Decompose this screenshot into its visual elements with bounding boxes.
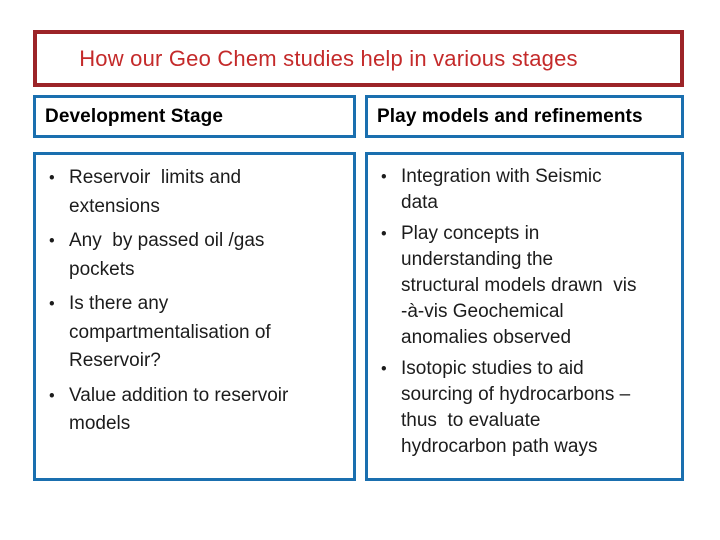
bullet-icon: •	[381, 360, 387, 378]
list-item: • Integration with Seismic data	[381, 164, 679, 216]
column-header-label: Development Stage	[45, 105, 224, 127]
bullet-text: Integration with Seismic data	[401, 166, 602, 213]
list-item: • Play concepts in understanding the stru…	[381, 221, 679, 351]
column-header-play-models: Play models and refinements	[365, 95, 684, 138]
bullet-icon: •	[381, 225, 387, 243]
bullet-text: Value addition to reservoir models	[69, 384, 289, 435]
play-models-panel: • Integration with Seismic data • Play conc…	[365, 152, 684, 481]
list-item: • Value addition to reservoir models	[49, 382, 351, 439]
title-box: How our Geo Chem studies help in various…	[33, 30, 684, 87]
bullet-text: Reservoir limits and extensions	[69, 167, 242, 217]
column-header-development-stage: Development Stage	[33, 95, 356, 138]
bullet-text: Play concepts in understanding the struc…	[401, 223, 637, 348]
bullet-icon: •	[49, 169, 55, 187]
bullet-text: Isotopic studies to aid sourcing of hydr…	[401, 358, 631, 457]
slide-title: How our Geo Chem studies help in various…	[79, 45, 578, 71]
list-item: • Is there any compartmentalisation of Re…	[49, 290, 351, 376]
bullet-text: Is there any compartmentalisation of Res…	[69, 293, 271, 371]
list-item: • Any by passed oil /gas pockets	[49, 227, 351, 284]
list-item: • Reservoir limits and extensions	[49, 164, 351, 221]
bullet-icon: •	[49, 386, 55, 405]
list-item: • Isotopic studies to aid sourcing of hyd…	[381, 356, 679, 460]
column-header-label: Play models and refinements	[377, 105, 643, 127]
bullet-icon: •	[381, 168, 387, 186]
bullet-icon: •	[49, 295, 55, 313]
bullet-icon: •	[49, 232, 55, 250]
bullet-text: Any by passed oil /gas pockets	[69, 230, 265, 280]
development-stage-panel: • Reservoir limits and extensions • Any by …	[33, 152, 356, 481]
